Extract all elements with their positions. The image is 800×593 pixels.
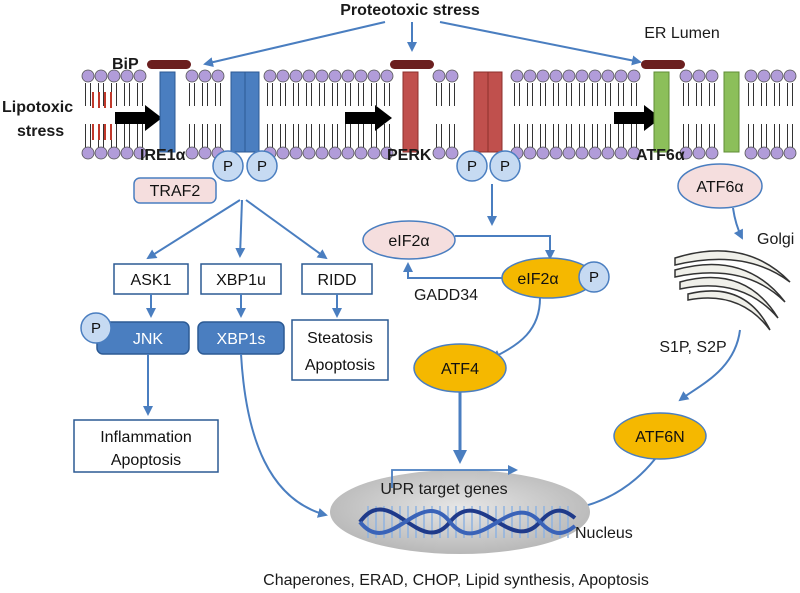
golgi-apparatus	[674, 250, 791, 331]
atf6a-label: ATF6α	[696, 179, 743, 196]
outputs-label: Chaperones, ERAD, CHOP, Lipid synthesis,…	[263, 572, 649, 589]
ire1-label: IRE1α	[140, 147, 186, 164]
atf6-label: ATF6α	[636, 147, 685, 164]
ire1-dimer-a	[230, 71, 246, 153]
lipotoxic-arrows	[115, 105, 661, 131]
bip-ire1	[147, 60, 191, 69]
perk-phospho-a-label: P	[467, 158, 477, 175]
ire1-phospho-b-label: P	[257, 158, 267, 175]
atf6a-node	[677, 163, 763, 209]
traf2-label: TRAF2	[150, 183, 201, 200]
atf4-label: ATF4	[441, 361, 479, 378]
ridd-box	[301, 263, 373, 295]
eif2a-left-label: eIF2α	[388, 233, 429, 250]
perk-dimer-a	[473, 71, 489, 153]
jnk-label: JNK	[133, 331, 164, 348]
atf6-monomer-b	[723, 71, 740, 153]
er-membrane-bilayer	[81, 69, 797, 160]
ire1-monomer	[159, 71, 176, 153]
xbp1u-box	[200, 263, 282, 295]
atf6-monomer-a	[653, 71, 670, 153]
xbp1s-label: XBP1s	[217, 331, 266, 348]
arrow-golgi-atf6n	[678, 329, 741, 402]
bip-atf6	[641, 60, 685, 69]
eif2a-unphosphorylated	[362, 220, 456, 260]
arrow-gadd34-dephosphorylation	[403, 262, 502, 279]
proteotoxic-stress-label: Proteotoxic stress	[340, 2, 480, 19]
eif2a-right-label: eIF2α	[517, 271, 558, 288]
arrow-ire1-ask1	[146, 199, 241, 260]
ire1-dimer-b	[244, 71, 260, 153]
ire1-phospho-a	[212, 150, 244, 182]
steatosis-label: Steatosis	[307, 330, 373, 347]
proteotoxic-arrow-atf6	[439, 21, 642, 66]
traf2-box	[133, 177, 217, 204]
er-lumen-label: ER Lumen	[644, 25, 720, 42]
apoptosis-jnk-label: Apoptosis	[111, 452, 181, 469]
gadd34-label: GADD34	[414, 287, 478, 304]
perk-monomer	[402, 71, 419, 153]
upr-target-genes-label: UPR target genes	[380, 481, 507, 498]
jnk-outcomes-box	[73, 419, 219, 473]
lipotoxic-lipid-marks	[92, 92, 112, 140]
jnk-phospho	[80, 312, 112, 344]
bip-perk	[390, 60, 434, 69]
arrow-atf6-golgi	[732, 207, 743, 240]
bip-label: BiP	[112, 56, 139, 73]
proteotoxic-arrow-ire1	[203, 21, 386, 68]
golgi-label: Golgi	[757, 231, 794, 248]
ask1-label: ASK1	[131, 272, 172, 289]
atf6n-node	[613, 412, 707, 460]
arrow-eif2a-atf4	[490, 297, 541, 360]
s1p-s2p-label: S1P, S2P	[659, 339, 726, 356]
ire1-phospho-b	[246, 150, 278, 182]
perk-phospho-b	[489, 150, 521, 182]
arrow-ire1-xbp1u	[235, 199, 246, 258]
lipotoxic-label-line1: Lipotoxic	[2, 99, 73, 116]
transcription-arrow	[391, 465, 518, 488]
lipotoxic-label-line2: stress	[17, 123, 64, 140]
perk-phospho-a	[456, 150, 488, 182]
apoptosis-ridd-label: Apoptosis	[305, 357, 375, 374]
ask1-box	[113, 263, 189, 295]
ire1-phospho-a-label: P	[223, 158, 233, 175]
perk-dimer-b	[487, 71, 503, 153]
ridd-outcomes-box	[291, 319, 389, 381]
arrow-xbp1s-nucleus	[240, 353, 328, 518]
jnk-phospho-label: P	[91, 320, 101, 337]
arrow-ire1-ridd	[245, 199, 328, 260]
inflammation-label: Inflammation	[100, 429, 192, 446]
nucleus-label: Nucleus	[575, 525, 633, 542]
arrow-eif2a-phosphorylation	[455, 235, 555, 260]
xbp1u-label: XBP1u	[216, 272, 266, 289]
dna-helix	[358, 506, 577, 538]
atf6n-label: ATF6N	[635, 429, 684, 446]
ridd-label: RIDD	[317, 272, 356, 289]
eif2a-phospho-label: P	[589, 269, 599, 286]
perk-phospho-b-label: P	[500, 158, 510, 175]
eif2a-phospho	[578, 261, 610, 293]
perk-label: PERK	[387, 147, 432, 164]
